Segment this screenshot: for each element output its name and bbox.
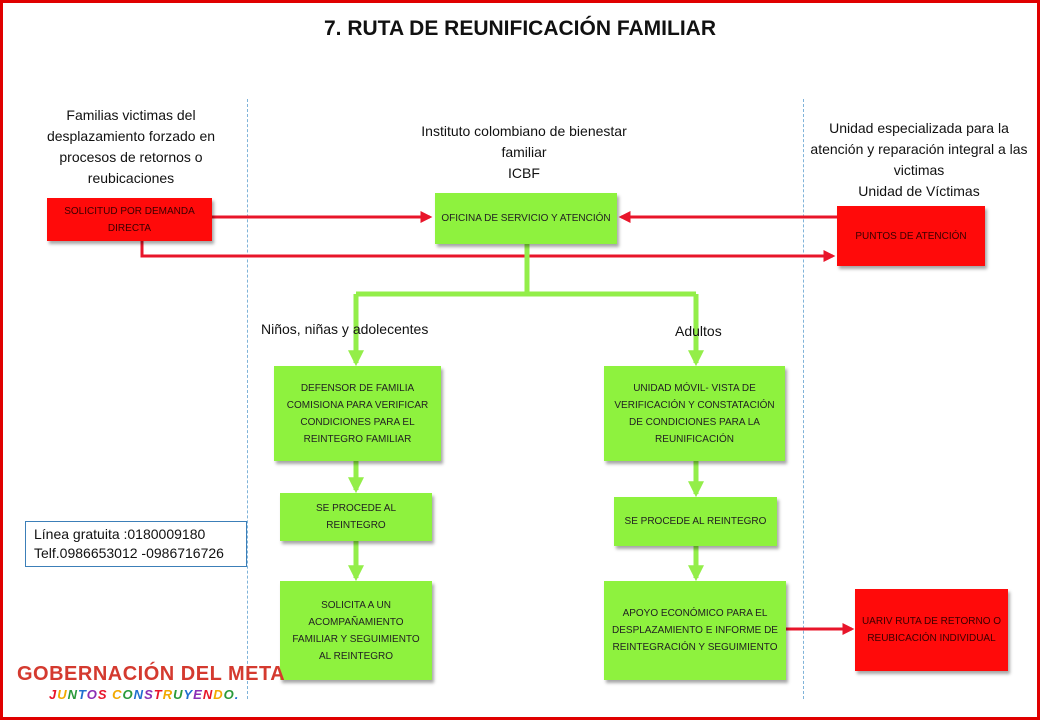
logo-slogan-letter: O (122, 687, 134, 702)
column-divider-left (247, 99, 248, 699)
logo-slogan: JUNTOS CONSTRUYENDO. (49, 687, 257, 702)
logo-slogan-letter: U (57, 687, 68, 702)
logo-slogan-letter: O (86, 687, 98, 702)
arrow-solicitud-to-puntos (140, 241, 836, 262)
logo-slogan-letter: . (234, 687, 240, 702)
unidad-header-line: Unidad de Víctimas (858, 183, 980, 199)
icbf-header-line: Instituto colombiano de bienestar (421, 123, 627, 139)
logo-slogan-letter: U (173, 687, 184, 702)
logo-slogan-letter: D (213, 687, 224, 702)
logo-slogan-letter: T (153, 687, 163, 702)
unidad-header-line: atención y reparación integral a las (810, 141, 1028, 157)
logo-slogan-letter: O (223, 687, 235, 702)
branch-label-ninos: Niños, niñas y adolecentes (261, 321, 429, 337)
procede-reintegro-left-box: SE PROCEDE AL REINTEGRO (280, 493, 432, 541)
logo-slogan-letter: J (49, 687, 58, 702)
connector-arrows (140, 211, 855, 635)
solicitud-demanda-directa-box: SOLICITUD POR DEMANDA DIRECTA (47, 198, 212, 241)
uariv-ruta-retorno-box: UARIV RUTA DE RETORNO O REUBICACIÓN INDI… (855, 589, 1008, 671)
logo-slogan-letter: T (78, 687, 87, 702)
logo-slogan-letter: N (67, 687, 79, 702)
contact-info-box: Línea gratuita :0180009180 Telf.09866530… (25, 521, 247, 567)
defensor-familia-box: DEFENSOR DE FAMILIA COMISIONA PARA VERIF… (274, 366, 441, 461)
logo-slogan-letter: S (144, 687, 154, 702)
linea-gratuita: Línea gratuita :0180009180 (34, 526, 206, 542)
diagram-title: 7. RUTA DE REUNIFICACIÓN FAMILIAR (324, 17, 716, 40)
icbf-header-line: ICBF (508, 165, 540, 181)
apoyo-economico-box: APOYO ECONÓMICO PARA EL DESPLAZAMIENTO E… (604, 581, 786, 680)
column-divider-right (803, 99, 804, 699)
column-header-familias: Familias victimas del desplazamiento for… (46, 107, 216, 186)
unidad-header-line: victimas (893, 162, 945, 178)
logo-slogan-letter: N (133, 687, 145, 702)
branch-label-adultos: Adultos (675, 323, 722, 339)
procede-reintegro-right-box: SE PROCEDE AL REINTEGRO (614, 497, 777, 546)
logo-slogan-letter: S (97, 687, 108, 702)
column-header-unidad-victimas: Unidad especializada para la atención y … (801, 118, 1037, 202)
logo-slogan-letter: R (162, 687, 174, 702)
puntos-atencion-box: PUNTOS DE ATENCIÓN (837, 206, 985, 266)
logo-main-text: GOBERNACIÓN DEL META (17, 663, 286, 685)
icbf-header-line: familiar (501, 144, 547, 160)
telefono: Telf.0986653012 -0986716726 (34, 545, 224, 561)
logo-slogan-letter: N (202, 687, 214, 702)
unidad-movil-box: UNIDAD MÓVIL- VISTA DE VERIFICACIÓN Y CO… (604, 366, 785, 461)
gobernacion-logo: GOBERNACIÓN DEL META JUNTOS CONSTRUYENDO… (17, 663, 286, 702)
logo-slogan-letter: E (193, 687, 203, 702)
column-header-icbf: Instituto colombiano de bienestar famili… (401, 121, 647, 184)
solicita-acompanamiento-box: SOLICITA A UN ACOMPAÑAMIENTO FAMILIAR Y … (280, 581, 432, 680)
unidad-header-line: Unidad especializada para la (829, 120, 1009, 136)
oficina-servicio-atencion-box: OFICINA DE SERVICIO Y ATENCIÓN (435, 193, 617, 244)
logo-slogan-letter: Y (183, 687, 194, 702)
logo-slogan-letter: C (112, 687, 123, 702)
